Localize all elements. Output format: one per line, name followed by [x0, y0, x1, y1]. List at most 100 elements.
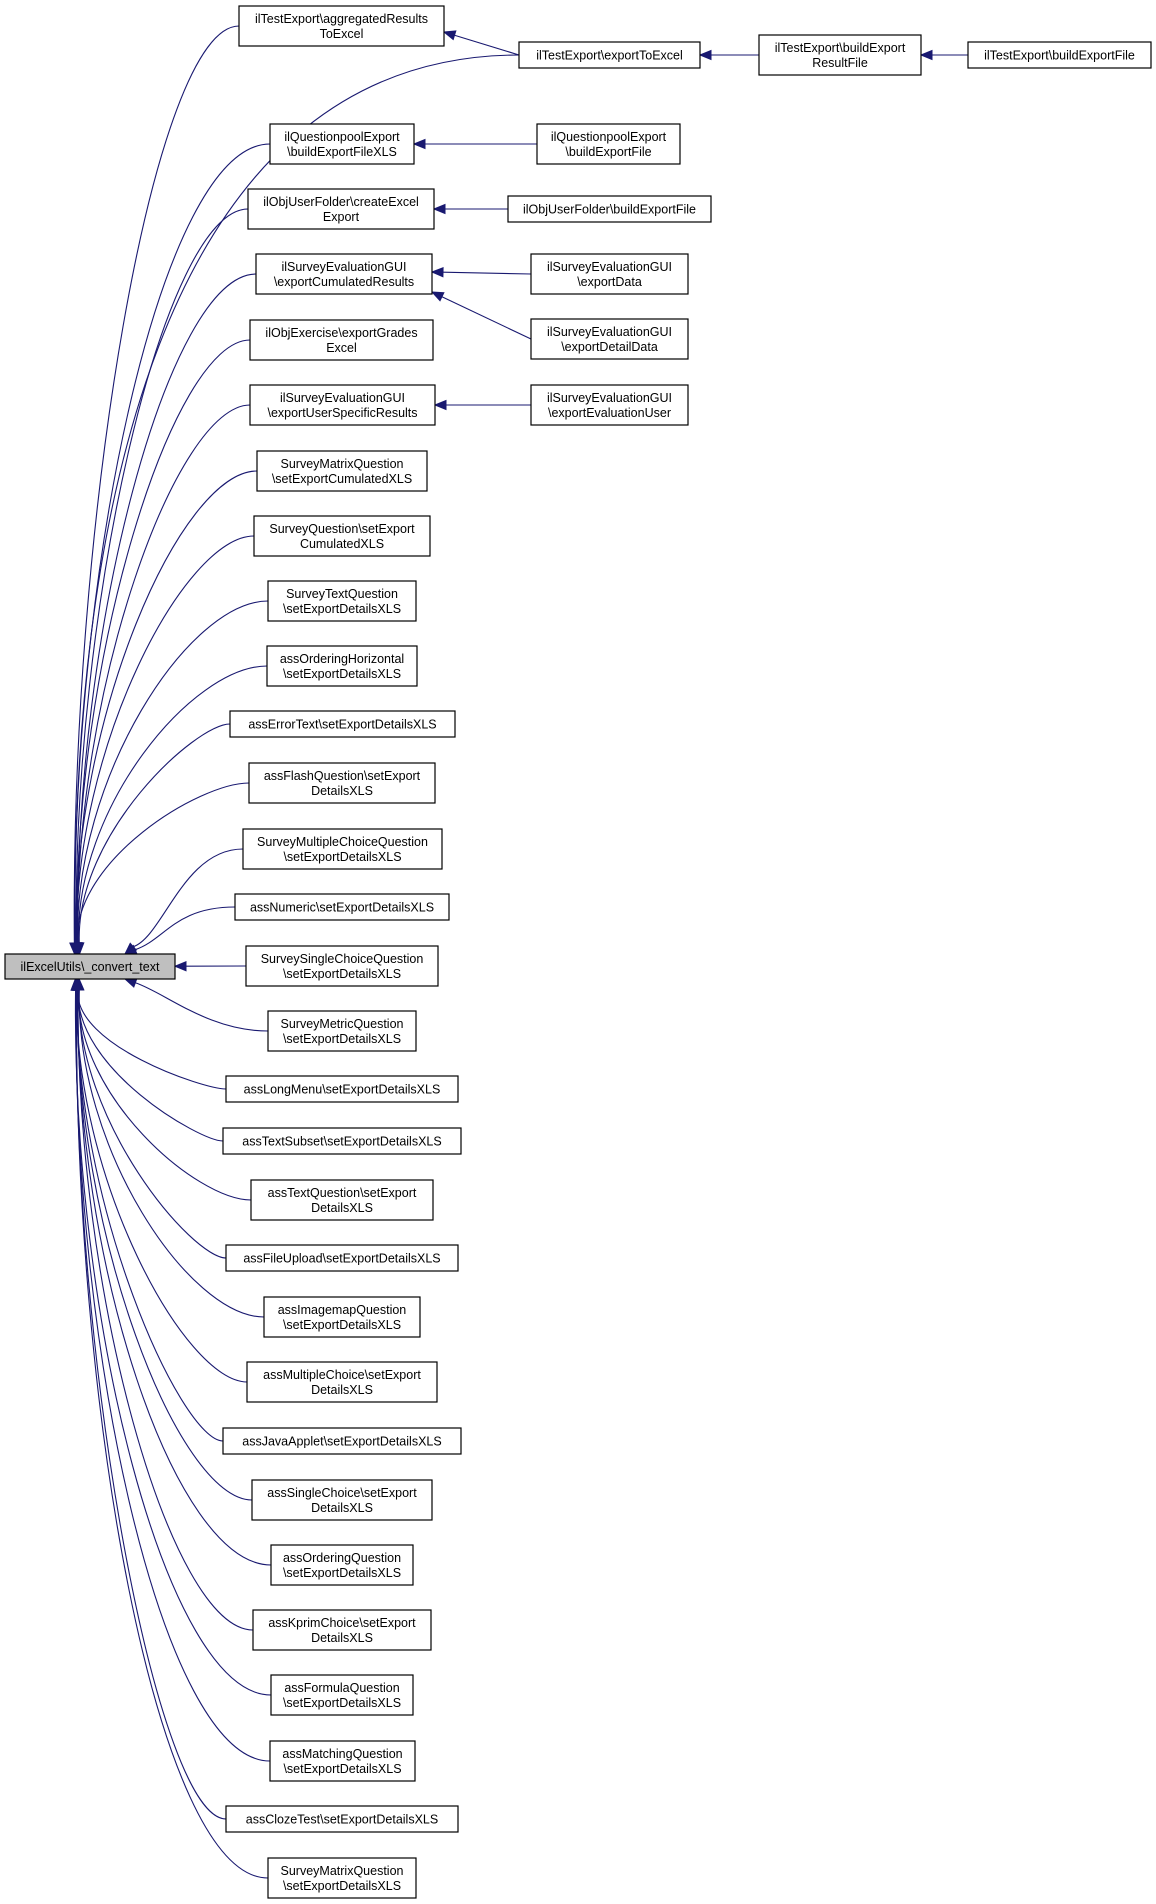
node-label-line: assLongMenu\setExportDetailsXLS: [244, 1083, 441, 1097]
caller-node[interactable]: ilSurveyEvaluationGUI\exportCumulatedRes…: [255, 253, 433, 295]
caller-node[interactable]: ilTestExport\buildExportFile: [967, 41, 1152, 69]
node-label-line: assKprimChoice\setExport: [268, 1616, 416, 1630]
node-label-line: ilSurveyEvaluationGUI: [547, 260, 672, 274]
node-label-line: SurveyMetricQuestion: [281, 1017, 404, 1031]
caller-node[interactable]: assOrderingHorizontal\setExportDetailsXL…: [266, 645, 418, 687]
node-label-line: ilObjUserFolder\buildExportFile: [523, 203, 696, 217]
edge-n18-to-root: [77, 665, 268, 944]
node-label-line: DetailsXLS: [311, 1201, 373, 1215]
caller-node[interactable]: assFileUpload\setExportDetailsXLS: [225, 1244, 459, 1272]
caller-node[interactable]: ilSurveyEvaluationGUI\exportUserSpecific…: [249, 384, 436, 426]
caller-node[interactable]: assJavaApplet\setExportDetailsXLS: [222, 1427, 462, 1455]
edge-n29-to-root: [78, 989, 265, 1318]
edge-n24-to-root: [135, 982, 269, 1032]
node-label-line: ilSurveyEvaluationGUI: [547, 391, 672, 405]
node-label-line: \setExportCumulatedXLS: [272, 472, 412, 486]
node-label-line: assMatchingQuestion: [282, 1747, 402, 1761]
caller-node[interactable]: ilQuestionpoolExport\buildExportFile: [536, 123, 681, 165]
caller-node[interactable]: assSingleChoice\setExportDetailsXLS: [251, 1479, 433, 1521]
arrowhead-n10: [430, 266, 444, 278]
node-box: [242, 828, 443, 870]
caller-node[interactable]: SurveyMatrixQuestion\setExportCumulatedX…: [256, 450, 428, 492]
node-label-line: assTextSubset\setExportDetailsXLS: [242, 1135, 441, 1149]
node-label-line: \setExportDetailsXLS: [283, 850, 401, 864]
caller-node[interactable]: SurveyQuestion\setExportCumulatedXLS: [253, 515, 431, 557]
caller-node[interactable]: ilSurveyEvaluationGUI\exportData: [530, 253, 689, 295]
node-label-line: \exportData: [577, 275, 642, 289]
arrowhead-n2: [442, 30, 457, 41]
edge-n10-to-n9: [442, 271, 532, 275]
node-label-line: \setExportDetailsXLS: [283, 1879, 401, 1893]
node-box: [267, 1857, 417, 1899]
node-label-line: ilSurveyEvaluationGUI: [281, 260, 406, 274]
caller-node[interactable]: assErrorText\setExportDetailsXLS: [229, 710, 456, 738]
node-box: [249, 319, 434, 361]
node-label-line: assFormulaQuestion: [284, 1681, 399, 1695]
caller-node[interactable]: assFlashQuestion\setExportDetailsXLS: [248, 762, 436, 804]
caller-node[interactable]: assTextQuestion\setExportDetailsXLS: [250, 1179, 434, 1221]
node-label-line: \setExportDetailsXLS: [283, 1566, 401, 1580]
caller-node[interactable]: assMatchingQuestion\setExportDetailsXLS: [269, 1740, 416, 1782]
caller-node[interactable]: assNumeric\setExportDetailsXLS: [234, 893, 450, 921]
node-box: [267, 1010, 417, 1052]
edge-n37-to-root: [75, 989, 227, 1820]
caller-node[interactable]: SurveyMultipleChoiceQuestion\setExportDe…: [242, 828, 443, 870]
node-label-line: ilQuestionpoolExport: [551, 130, 667, 144]
caller-node[interactable]: assFormulaQuestion\setExportDetailsXLS: [270, 1674, 414, 1716]
node-box: [530, 253, 689, 295]
node-label-line: SurveyMultipleChoiceQuestion: [257, 835, 428, 849]
node-label-line: SurveyTextQuestion: [286, 587, 398, 601]
caller-node[interactable]: assClozeTest\setExportDetailsXLS: [225, 1805, 459, 1833]
caller-node[interactable]: SurveyTextQuestion\setExportDetailsXLS: [267, 580, 417, 622]
caller-node[interactable]: ilSurveyEvaluationGUI\exportDetailData: [530, 318, 689, 360]
caller-node[interactable]: assMultipleChoice\setExportDetailsXLS: [246, 1361, 438, 1403]
node-box: [507, 195, 712, 223]
node-box: [269, 1740, 416, 1782]
node-box: [252, 1609, 432, 1651]
edge-n26-to-root: [77, 989, 224, 1142]
edge-n22-to-root: [134, 906, 236, 951]
caller-node[interactable]: SurveyMetricQuestion\setExportDetailsXLS: [267, 1010, 417, 1052]
caller-node[interactable]: ilObjUserFolder\buildExportFile: [507, 195, 712, 223]
node-label-line: \exportEvaluationUser: [548, 406, 671, 420]
node-label-line: \buildExportFileXLS: [287, 145, 397, 159]
node-label-line: assClozeTest\setExportDetailsXLS: [246, 1813, 438, 1827]
node-label-line: ToExcel: [320, 27, 364, 41]
node-label-line: \setExportDetailsXLS: [283, 1696, 401, 1710]
edge-n21-to-root: [133, 848, 244, 948]
node-label-line: \exportUserSpecificResults: [267, 406, 417, 420]
node-label-line: assTextQuestion\setExport: [268, 1186, 417, 1200]
edge-n1-to-root: [73, 25, 240, 944]
node-label-line: SurveySingleChoiceQuestion: [261, 952, 424, 966]
node-label-line: SurveyMatrixQuestion: [281, 1864, 404, 1878]
node-label-line: assFlashQuestion\setExport: [264, 769, 421, 783]
edge-n36-to-root: [75, 989, 271, 1762]
caller-node[interactable]: SurveySingleChoiceQuestion\setExportDeta…: [245, 945, 439, 987]
arrowhead-n3: [698, 49, 712, 61]
caller-node[interactable]: ilSurveyEvaluationGUI\exportEvaluationUs…: [530, 384, 689, 426]
caller-node[interactable]: assImagemapQuestion\setExportDetailsXLS: [263, 1296, 421, 1338]
caller-node[interactable]: ilQuestionpoolExport\buildExportFileXLS: [269, 123, 415, 165]
node-label-line: ilObjUserFolder\createExcel: [263, 195, 419, 209]
node-label-line: assSingleChoice\setExport: [267, 1486, 417, 1500]
edge-n38-to-root: [76, 989, 269, 1879]
caller-node[interactable]: SurveyMatrixQuestion\setExportDetailsXLS: [267, 1857, 417, 1899]
node-label-line: ilTestExport\buildExport: [775, 41, 906, 55]
node-label-line: ilObjExercise\exportGrades: [265, 326, 417, 340]
caller-node[interactable]: assTextSubset\setExportDetailsXLS: [222, 1127, 462, 1155]
node-box: [225, 1805, 459, 1833]
caller-node[interactable]: assKprimChoice\setExportDetailsXLS: [252, 1609, 432, 1651]
root-node-box: [4, 953, 176, 980]
caller-node[interactable]: assLongMenu\setExportDetailsXLS: [225, 1075, 459, 1103]
node-box: [234, 893, 450, 921]
node-box: [758, 34, 922, 76]
caller-node[interactable]: ilTestExport\exportToExcel: [518, 41, 701, 69]
caller-node[interactable]: assOrderingQuestion\setExportDetailsXLS: [270, 1544, 414, 1586]
root-node[interactable]: ilExcelUtils\_convert_text: [4, 953, 176, 980]
node-label-line: Export: [323, 210, 360, 224]
node-label-line: SurveyMatrixQuestion: [281, 457, 404, 471]
